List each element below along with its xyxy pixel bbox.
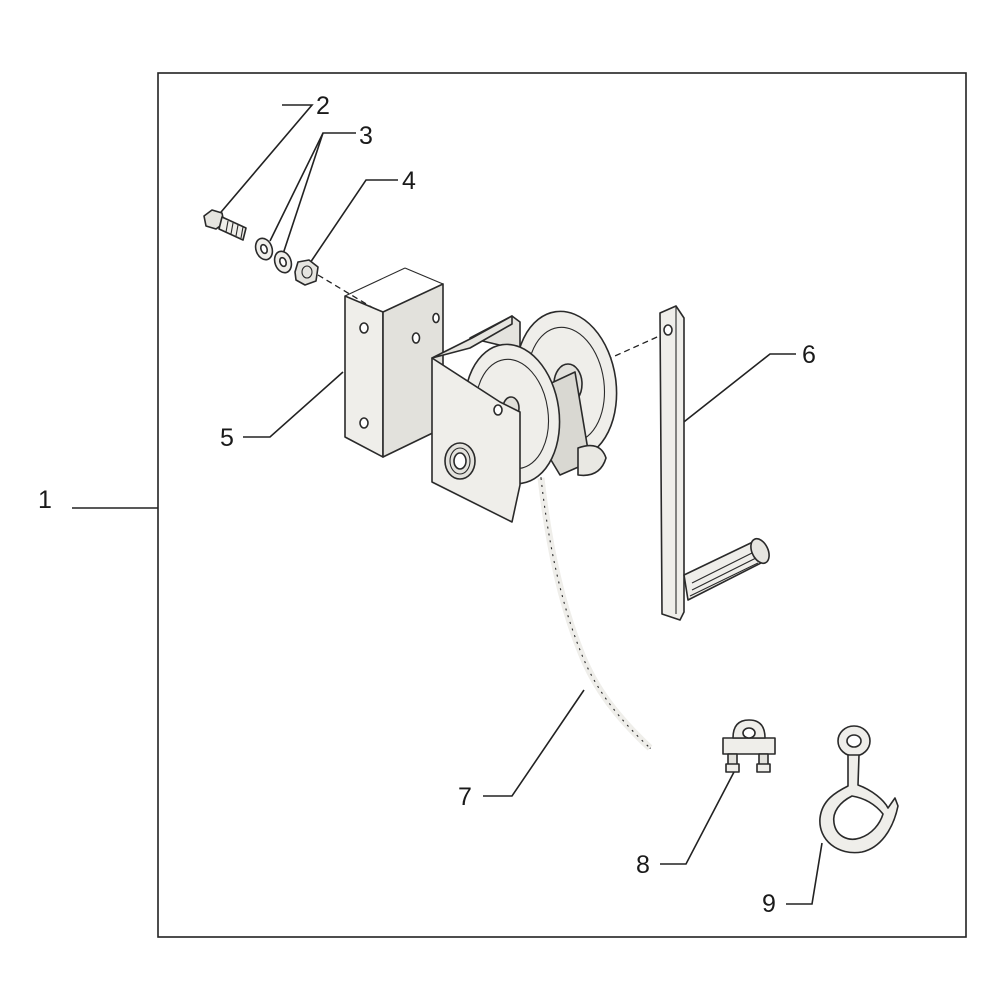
leader-line-9 xyxy=(786,842,823,905)
hex-nut-part xyxy=(294,259,319,286)
leader-line-3b xyxy=(282,132,324,255)
assembly-frame xyxy=(157,72,967,938)
callout-number-8: 8 xyxy=(636,851,650,879)
washer-part-b xyxy=(273,250,293,274)
winch-cable-part xyxy=(537,477,653,751)
lifting-hook-part xyxy=(819,725,899,854)
callout-number-1: 1 xyxy=(38,486,52,514)
leader-line-4 xyxy=(307,179,398,267)
leader-line-3 xyxy=(269,132,356,242)
assembly-axis-handle xyxy=(605,332,667,361)
hex-bolt-part xyxy=(203,209,247,241)
crank-handle-part xyxy=(659,305,770,621)
leader-line-2 xyxy=(215,104,314,219)
callout-number-6: 6 xyxy=(802,341,816,369)
callout-number-5: 5 xyxy=(220,424,234,452)
callout-number-9: 9 xyxy=(762,890,776,918)
callout-number-3: 3 xyxy=(359,122,373,150)
callout-number-2: 2 xyxy=(316,92,330,120)
wire-rope-clip-part xyxy=(722,719,776,773)
leader-line-6 xyxy=(679,353,796,426)
leader-line-8 xyxy=(660,771,735,865)
mounting-bracket-part xyxy=(344,267,444,458)
leader-line-5 xyxy=(243,371,344,438)
washer-part-a xyxy=(254,237,274,261)
winch-body-part xyxy=(431,310,618,523)
callout-number-7: 7 xyxy=(458,783,472,811)
callout-number-4: 4 xyxy=(402,167,416,195)
leader-line-7 xyxy=(483,689,585,797)
